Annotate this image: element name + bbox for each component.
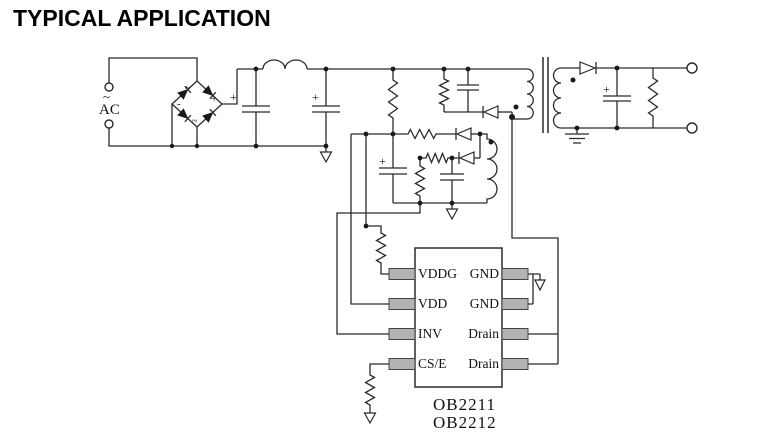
- load-resistor: [647, 68, 659, 128]
- ic-wiring: [336, 112, 559, 425]
- gnd-pin-ground: [534, 279, 546, 292]
- ic-pin-drain1: [501, 328, 529, 340]
- gnd-pin-wiring: [528, 273, 546, 305]
- cs-sense-resistor: [363, 363, 389, 425]
- vdd-cap-plus: +: [379, 154, 386, 168]
- wire-bridge-positive: [222, 69, 238, 105]
- out-cap-plus: +: [603, 82, 610, 96]
- wire-vdd: [350, 134, 389, 305]
- primary-polarity-dot: [513, 104, 519, 110]
- bridge-diode-tl: [177, 85, 192, 100]
- ac-tilde-label: ~: [103, 89, 110, 104]
- cap2-plus: +: [312, 90, 319, 104]
- ac-terminal-bottom: [104, 119, 114, 129]
- part-number-2: OB2212: [433, 413, 497, 432]
- vdd-cap: +: [379, 134, 407, 203]
- transformer-primary: [526, 68, 534, 120]
- snubber-clamp: [437, 69, 512, 119]
- vdd-feedback-section: +: [351, 127, 487, 221]
- secondary-earth-ground: [565, 128, 589, 144]
- transformer-secondary: [552, 67, 562, 129]
- bridge-mark-right: +: [211, 93, 217, 105]
- wire-ac-top: [108, 57, 198, 83]
- wire-inv: [336, 203, 421, 335]
- ic-pin-gnd2: [501, 298, 529, 310]
- hv-rail-and-filter: + +: [230, 59, 527, 164]
- bridge-mark-bottom: ~: [192, 116, 198, 127]
- ic-pin-gnd1: [501, 268, 529, 280]
- ic-pin-inv: [388, 328, 416, 340]
- ic-pin-drain2: [501, 358, 529, 370]
- wire-ac-bottom-rail: [108, 128, 326, 147]
- pi-filter-inductor: [262, 59, 308, 70]
- snubber-cap: [457, 69, 479, 112]
- pin-label-vdd: VDD: [418, 296, 447, 311]
- pin-label-cse: CS/E: [418, 356, 447, 371]
- node-dots: [169, 65, 620, 229]
- snubber-diode: [482, 105, 512, 119]
- cs-ground: [363, 412, 377, 425]
- pin-label-vddg: VDDG: [418, 266, 457, 281]
- ic-body: [414, 247, 503, 388]
- fb-rect-diode: [458, 151, 480, 165]
- vddg-resistor: [365, 134, 389, 275]
- pin-label-drain2: Drain: [468, 356, 499, 371]
- bridge-diode-br: [202, 108, 217, 123]
- ic-pin-vddg: [388, 268, 416, 280]
- vdd-rect-diode: [455, 127, 480, 141]
- wire-drain: [511, 112, 559, 365]
- input-filter-cap-1: +: [230, 69, 270, 146]
- bridge-mark-top: ~: [185, 83, 191, 94]
- bridge-rectifier: ~ + ~ -: [171, 69, 238, 146]
- pin-label-gnd2: GND: [470, 296, 499, 311]
- input-filter-cap-2: +: [312, 69, 340, 146]
- feedback-divider-resistor: [414, 158, 426, 203]
- pin-label-gnd1: GND: [470, 266, 499, 281]
- aux-polarity-dot: [488, 139, 494, 145]
- fb-rect-resistor: [420, 151, 459, 165]
- aux-winding: [480, 133, 498, 203]
- part-number-1: OB2211: [433, 395, 496, 414]
- ac-label: AC: [99, 102, 120, 118]
- transformer-core: [542, 57, 549, 133]
- startup-resistor: [387, 69, 399, 134]
- feedback-filter-cap: [440, 158, 464, 203]
- snubber-resistor: [437, 69, 451, 112]
- secondary-polarity-dot: [570, 77, 576, 83]
- output-terminal-pos: [686, 62, 698, 74]
- output-terminal-neg: [686, 122, 698, 134]
- cap1-plus: +: [230, 90, 237, 104]
- pin-label-drain1: Drain: [468, 326, 499, 341]
- pin-label-inv: INV: [418, 326, 442, 341]
- ic-pin-vdd: [388, 298, 416, 310]
- ic-block: VDDG VDD INV CS/E GND GND Drain Drain OB…: [388, 247, 529, 432]
- ic-pin-cse: [388, 358, 416, 370]
- page-title: TYPICAL APPLICATION: [13, 5, 271, 31]
- bridge-diode-bl: [177, 108, 192, 123]
- output-diode: [579, 61, 597, 75]
- vdd-rect-resistor: [351, 128, 456, 140]
- transformer: [480, 57, 576, 203]
- bridge-mark-left: -: [177, 98, 181, 110]
- output-cap: +: [603, 68, 631, 128]
- output-section: +: [561, 61, 698, 144]
- bridge-diode-tr: [202, 85, 217, 100]
